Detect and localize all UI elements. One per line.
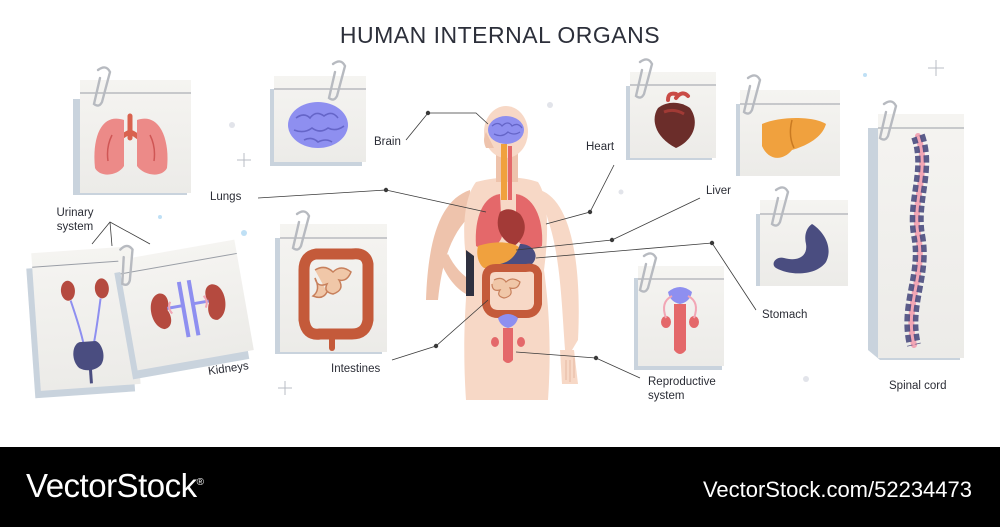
diagram-stage: HUMAN INTERNAL ORGANS Brain Heart Lungs …	[26, 22, 964, 403]
paper-clip-icon	[742, 74, 762, 115]
paper-clip-icon	[291, 210, 311, 251]
paper-clip-icon	[327, 60, 347, 101]
page-title: HUMAN INTERNAL ORGANS	[339, 22, 661, 48]
label-reproductive-line-1: Reproductive	[648, 376, 716, 388]
paper-clip-icon	[878, 100, 898, 141]
label-reproductive-line-2: system	[648, 390, 685, 402]
heart-icon	[654, 91, 695, 148]
paper-clip-icon	[634, 58, 654, 99]
brain-card	[270, 60, 366, 166]
label-urinary-system: Urinary system	[48, 206, 102, 234]
label-urinary-line-1: Urinary	[56, 207, 94, 219]
label-brain: Brain	[374, 136, 401, 148]
lungs-card	[73, 66, 191, 195]
watermark-logo-text: VectorStock®	[26, 467, 204, 505]
paper-clip-icon	[638, 252, 658, 293]
urinary-icon	[60, 278, 109, 384]
watermark-registered-mark: ®	[196, 477, 204, 488]
watermark-brand: VectorStock	[26, 467, 197, 504]
diagram-artwork	[26, 58, 964, 400]
leader-lines	[91, 110, 757, 379]
watermark-bar: VectorStock® VectorStock.com/52234473	[0, 447, 1000, 527]
liver-card	[736, 74, 840, 176]
label-heart: Heart	[586, 141, 615, 153]
spine-card	[868, 100, 964, 360]
spine-icon	[904, 133, 930, 348]
paper-clip-icon	[119, 244, 134, 286]
label-spinal-cord: Spinal cord	[889, 380, 947, 392]
urinary-card	[26, 246, 141, 399]
label-urinary-line-2: system	[56, 221, 94, 233]
label-stomach: Stomach	[762, 309, 808, 321]
label-liver: Liver	[706, 185, 731, 197]
paper-clip-icon	[770, 186, 790, 227]
watermark-url: VectorStock.com/52234473	[702, 477, 972, 502]
label-reproductive-system: Reproductive system	[648, 375, 716, 403]
lungs-icon	[94, 113, 168, 175]
liver-icon	[762, 118, 826, 158]
label-intestines: Intestines	[331, 363, 381, 375]
intestines-icon	[298, 248, 374, 351]
heart-card	[626, 58, 716, 160]
brain-icon	[288, 102, 348, 148]
reproductive-icon	[661, 287, 699, 354]
reproductive-card	[634, 252, 724, 370]
kidneys-card	[114, 239, 254, 380]
human-body-figure	[426, 106, 579, 400]
intestines-card	[275, 210, 387, 354]
label-lungs: Lungs	[210, 191, 242, 203]
stomach-icon	[773, 224, 829, 274]
paper-clip-icon	[92, 66, 112, 107]
stomach-card	[756, 186, 848, 286]
kidneys-icon	[150, 279, 226, 338]
decorative-sparkles	[237, 60, 944, 395]
